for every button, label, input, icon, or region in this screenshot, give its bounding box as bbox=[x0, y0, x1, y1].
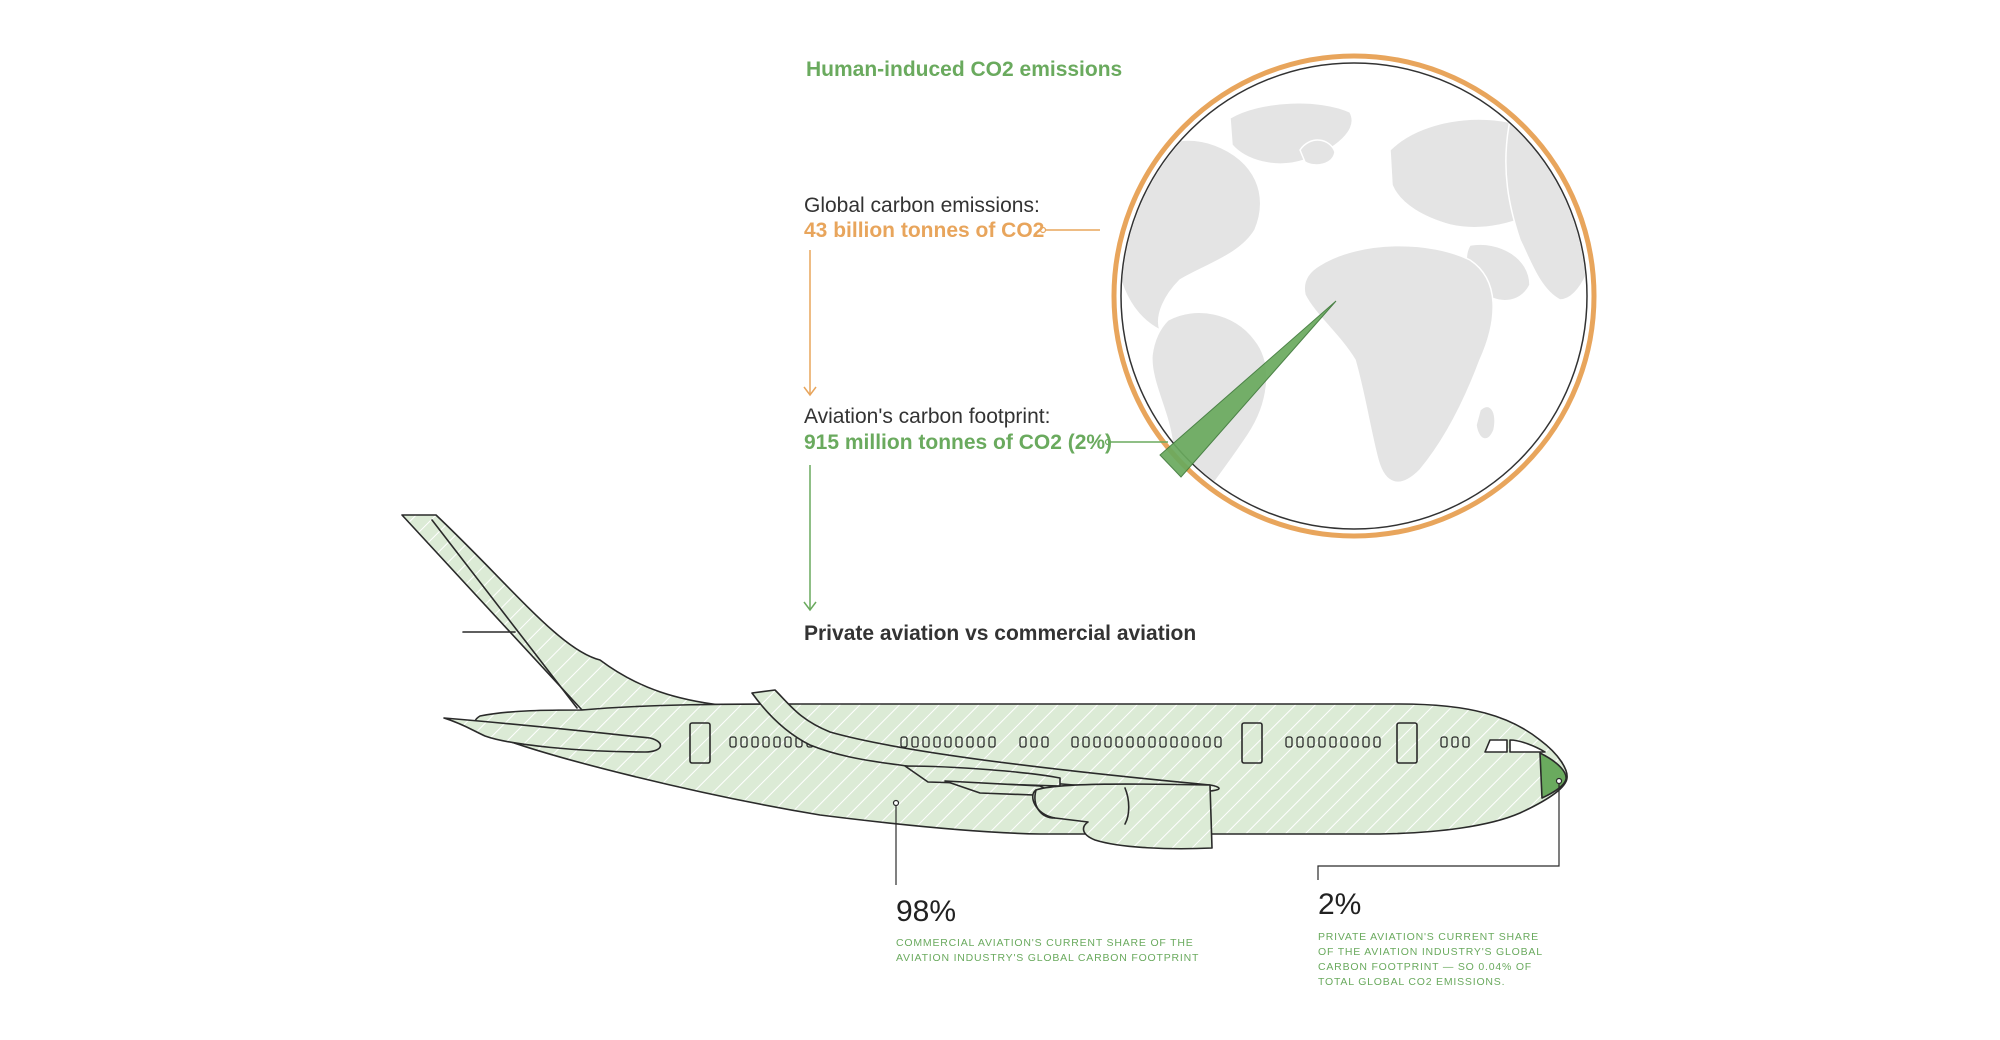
aviation-footprint-label: Aviation's carbon footprint: bbox=[804, 405, 1051, 428]
private-description: Private aviation's current share of the … bbox=[1318, 931, 1543, 988]
globe bbox=[1111, 53, 1597, 539]
aviation-share-wedge bbox=[1159, 300, 1337, 478]
global-emissions-label: Global carbon emissions: bbox=[804, 194, 1040, 217]
airplane-windows bbox=[729, 736, 1470, 748]
airplane-nose-private-share bbox=[1539, 752, 1567, 799]
global-connector-dot bbox=[1039, 226, 1047, 234]
commercial-pointer-dot bbox=[892, 799, 900, 807]
leader-lines bbox=[895, 777, 1563, 885]
airplane-horizontal-stabilizer bbox=[443, 717, 662, 753]
aviation-connector-dot bbox=[1104, 438, 1112, 446]
global-emissions-value: 43 billion tonnes of CO2 bbox=[804, 219, 1045, 242]
comparison-title: Private aviation vs commercial aviation bbox=[804, 622, 1197, 645]
commercial-description: Commercial aviation's current share of t… bbox=[896, 937, 1200, 964]
arrow-down-green-icon bbox=[803, 601, 817, 612]
commercial-percent: 98% bbox=[896, 895, 957, 928]
globe-orange-ring bbox=[1111, 53, 1597, 539]
infographic-title: Human-induced CO2 emissions bbox=[806, 58, 1123, 81]
private-percent: 2% bbox=[1318, 888, 1362, 921]
airplane-tail-fin bbox=[401, 514, 721, 711]
airplane bbox=[401, 514, 1568, 850]
connectors bbox=[803, 226, 1168, 612]
airplane-engine bbox=[1031, 783, 1213, 850]
aviation-footprint-value: 915 million tonnes of CO2 (2%) bbox=[804, 431, 1113, 454]
private-pointer-dot bbox=[1555, 777, 1563, 785]
arrow-down-orange-icon bbox=[803, 386, 817, 397]
private-leader-line bbox=[1317, 784, 1560, 880]
